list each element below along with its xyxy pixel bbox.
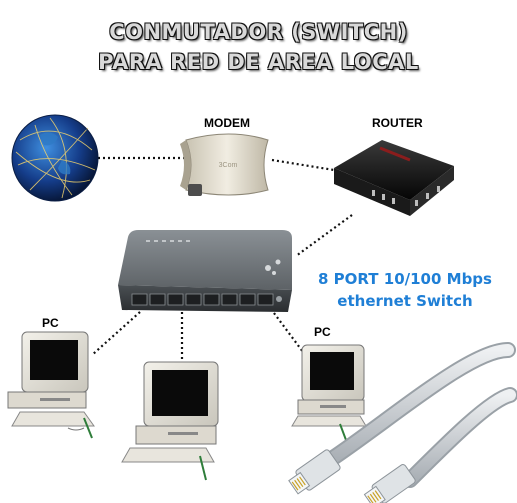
pc-left-label: PC (42, 316, 59, 330)
router-icon (334, 140, 454, 216)
pc-icon (291, 344, 367, 441)
pc-right-label: PC (314, 325, 331, 339)
switch-caption: 8 PORT 10/100 Mbps ethernet Switch (310, 268, 500, 312)
link-switch-pc-right (267, 304, 304, 353)
switch-caption-line-1: 8 PORT 10/100 Mbps (318, 270, 492, 288)
switch-caption-line-2: ethernet Switch (337, 292, 473, 310)
modem-icon: 3Com (180, 133, 269, 196)
router-label: ROUTER (372, 116, 423, 130)
diagram-title-line-1: CONMUTADOR (SWITCH) (109, 20, 408, 44)
link-modem-router (271, 158, 335, 172)
globe-icon (11, 114, 99, 202)
pc-icon (7, 331, 95, 439)
modem-label: MODEM (204, 116, 250, 130)
switch-icon (118, 230, 292, 312)
link-switch-pc-left (91, 311, 141, 356)
connection-lines (91, 156, 353, 360)
link-router-switch (295, 214, 353, 257)
pc-icon (121, 361, 219, 481)
ethernet-cable-icon (288, 342, 517, 503)
svg-text:3Com: 3Com (219, 162, 238, 169)
diagram-title-line-2: PARA RED DE AREA LOCAL (98, 50, 419, 74)
